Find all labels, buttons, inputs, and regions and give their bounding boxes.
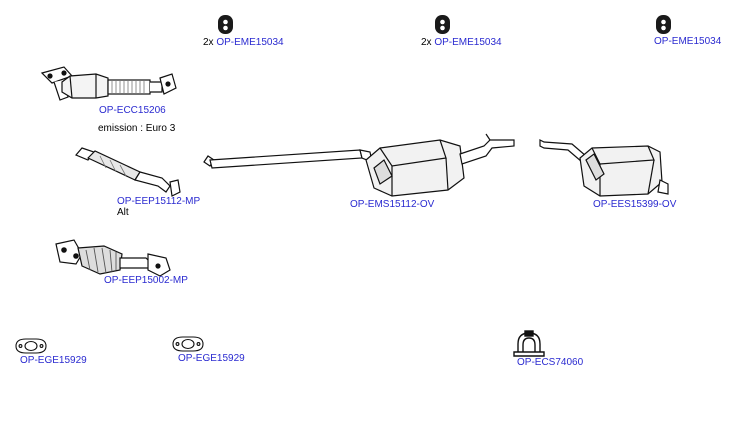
middle-silencer-icon[interactable] (203, 133, 515, 197)
rubber-hanger-1-icon[interactable] (218, 15, 233, 34)
catalytic-converter-code-link[interactable]: OP-ECC15206 (99, 105, 166, 116)
catalytic-converter-icon[interactable] (40, 66, 177, 101)
front-pipe-label: OP-EEP15002-MP (104, 275, 188, 287)
front-pipe-icon[interactable] (55, 239, 171, 277)
clamp-label: OP-ECS74060 (517, 357, 583, 369)
rear-silencer-label: OP-EES15399-OV (593, 199, 676, 211)
rubber-hanger-3-icon[interactable] (656, 15, 671, 34)
front-pipe-alt-label: OP-EEP15112-MP (117, 196, 200, 208)
front-pipe-alt-icon[interactable] (75, 147, 181, 197)
rear-silencer-code-link[interactable]: OP-EES15399-OV (593, 199, 677, 210)
hanger-2-label: 2x OP-EME15034 (421, 37, 502, 49)
middle-silencer-label: OP-EMS15112-OV (350, 199, 434, 211)
rear-silencer-icon[interactable] (539, 139, 669, 197)
hanger-2-code-link[interactable]: OP-EME15034 (434, 37, 502, 48)
catalytic-converter-label: OP-ECC15206 (99, 105, 166, 117)
hanger-2-qty: 2x (421, 37, 432, 48)
hanger-1-qty: 2x (203, 37, 214, 48)
catalytic-converter-note: emission : Euro 3 (98, 123, 176, 134)
hanger-3-code-link[interactable]: OP-EME15034 (654, 36, 722, 47)
rubber-hanger-2-icon[interactable] (435, 15, 450, 34)
middle-silencer-code-link[interactable]: OP-EMS15112-OV (350, 199, 435, 210)
gasket-1-label: OP-EGE15929 (20, 355, 87, 367)
clamp-code-link[interactable]: OP-ECS74060 (517, 357, 584, 368)
front-pipe-alt-code-link[interactable]: OP-EEP15112-MP (117, 196, 201, 207)
front-pipe-alt-note: Alt (117, 207, 129, 218)
gasket-2-label: OP-EGE15929 (178, 353, 245, 365)
gasket-2-icon[interactable] (172, 336, 204, 352)
hanger-1-code-link[interactable]: OP-EME15034 (216, 37, 284, 48)
front-pipe-code-link[interactable]: OP-EEP15002-MP (104, 275, 188, 286)
hanger-1-label: 2x OP-EME15034 (203, 37, 284, 49)
clamp-icon[interactable] (513, 330, 545, 357)
gasket-1-icon[interactable] (15, 338, 47, 354)
gasket-2-code-link[interactable]: OP-EGE15929 (178, 353, 245, 364)
hanger-3-label: OP-EME15034 (654, 36, 721, 48)
gasket-1-code-link[interactable]: OP-EGE15929 (20, 355, 87, 366)
